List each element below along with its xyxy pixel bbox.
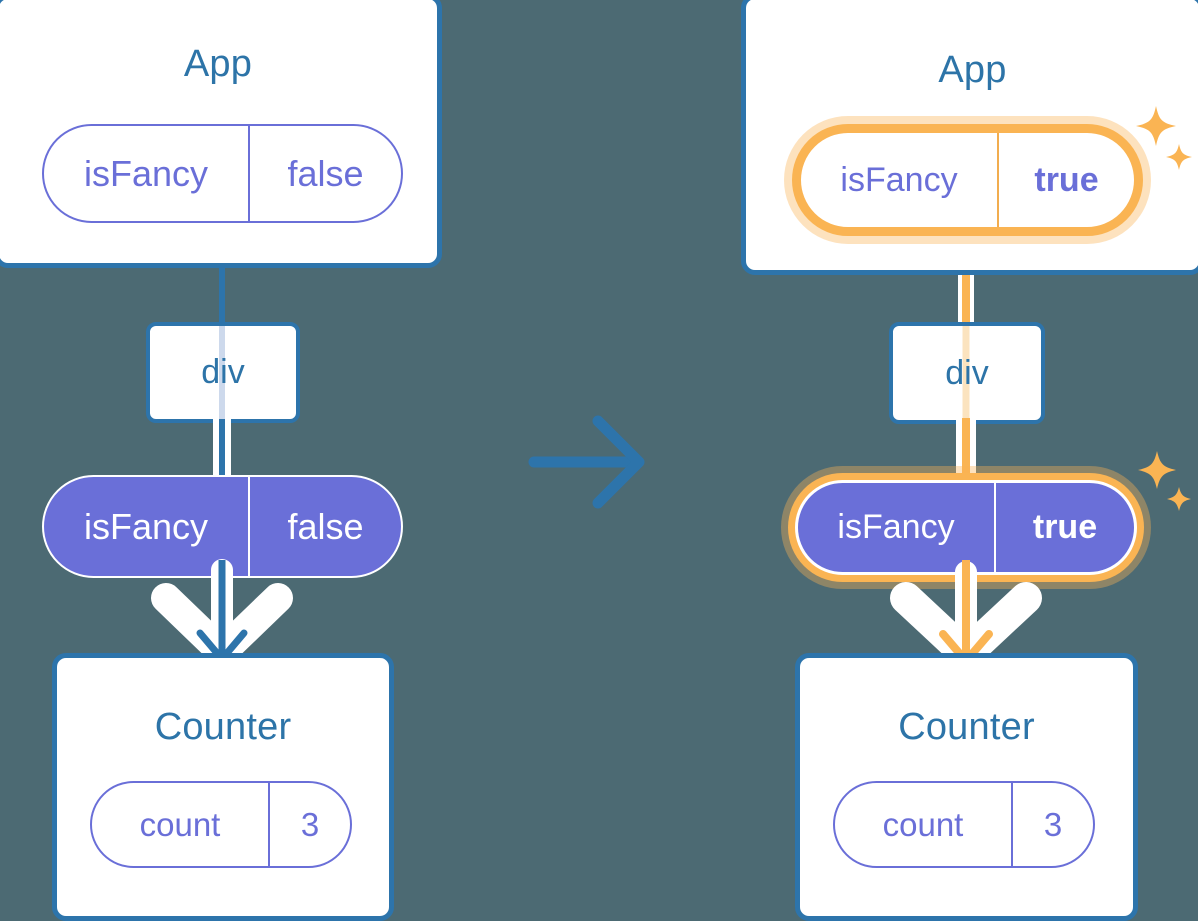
before-props-pill-value: false	[248, 477, 401, 576]
after-app-card-title: App	[938, 49, 1007, 91]
after-counter-card-title: Counter	[898, 706, 1035, 748]
before-counter-state-pill-key: count	[139, 805, 221, 843]
after-props-pill-sparkles	[1138, 451, 1191, 511]
before-app-state-pill: isFancy false	[42, 124, 403, 223]
after-props-pill: isFancy true	[795, 480, 1137, 575]
after-app-state-pill: isFancy true	[792, 124, 1143, 236]
before-app-state-pill-value: false	[248, 126, 401, 221]
before-counter-state-pill-value: 3	[268, 783, 350, 866]
before-app-card-title: App	[183, 43, 253, 85]
after-arrow-orange	[939, 560, 993, 665]
after-counter-state-pill-key: count	[882, 805, 964, 843]
after-counter-state-pill: count 3	[833, 781, 1095, 868]
before-div-node-label: div	[201, 353, 245, 391]
after-props-pill-value: true	[994, 483, 1134, 572]
sparkle-small-icon	[1167, 487, 1191, 511]
after-app-state-pill-key: isFancy	[840, 160, 958, 199]
after-props-pill-key: isFancy	[837, 508, 955, 546]
sparkle-large-icon	[1136, 106, 1176, 146]
before-counter-state-pill: count 3	[90, 781, 352, 868]
before-props-pill-key: isFancy	[83, 505, 209, 547]
after-app-state-pill-value: true	[997, 133, 1134, 227]
before-app-state-pill-key: isFancy	[83, 152, 209, 194]
right-arrow-icon	[528, 415, 645, 509]
sparkle-large-icon	[1138, 451, 1176, 489]
before-counter-card-title: Counter	[154, 706, 292, 748]
after-counter-state-pill-value: 3	[1011, 783, 1093, 866]
after-div-node-label: div	[945, 353, 989, 392]
after-app-pill-sparkles	[1136, 106, 1192, 170]
sparkle-small-icon	[1166, 144, 1192, 170]
